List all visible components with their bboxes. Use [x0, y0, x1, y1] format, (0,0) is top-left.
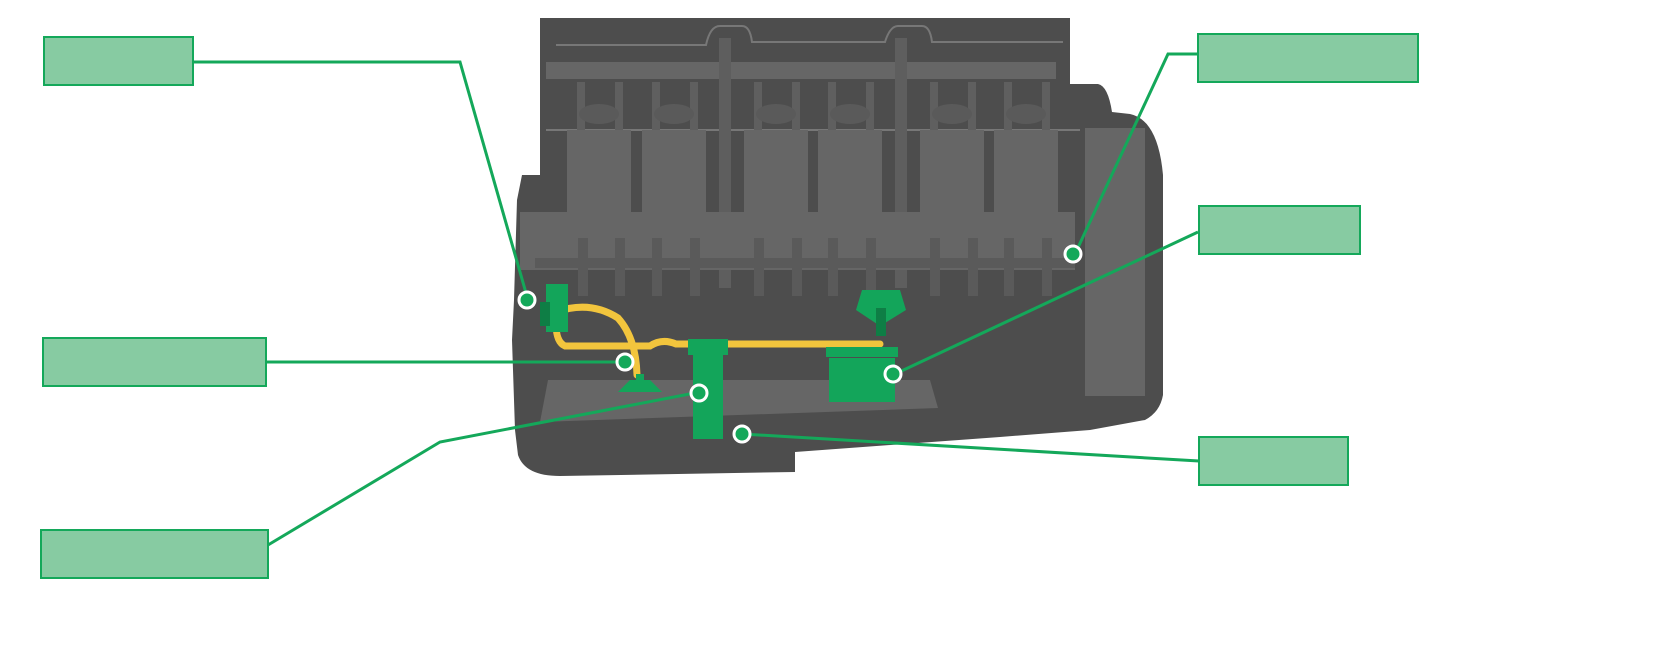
cylinder-head-rail	[546, 62, 1056, 79]
oil-pump-drive-base	[540, 302, 550, 326]
label-box-top-left[interactable]	[44, 37, 193, 85]
label-box-bottom-right[interactable]	[1199, 437, 1348, 485]
label-box-right-middle[interactable]	[1199, 206, 1360, 254]
cylinder-5	[920, 130, 984, 212]
cylinder-4	[818, 130, 882, 212]
valve	[615, 82, 623, 130]
valve	[754, 82, 762, 130]
valve	[652, 82, 660, 130]
marker-left-middle[interactable]	[617, 354, 633, 370]
valve	[690, 82, 698, 130]
label-right-middle[interactable]	[1199, 206, 1360, 254]
oil-strainer-top	[636, 374, 644, 382]
marker-top-left[interactable]	[519, 292, 535, 308]
marker-bottom-left[interactable]	[691, 385, 707, 401]
cylinder-3	[744, 130, 808, 212]
crank-throw	[1004, 238, 1014, 296]
crank-throw	[828, 238, 838, 296]
rocker	[654, 104, 694, 124]
label-bottom-left[interactable]	[41, 530, 268, 578]
valve	[792, 82, 800, 130]
marker-right-middle[interactable]	[885, 366, 901, 382]
crank-throw	[652, 238, 662, 296]
crank-throw	[615, 238, 625, 296]
crank-throw	[968, 238, 978, 296]
crank-throw	[754, 238, 764, 296]
rocker	[830, 104, 870, 124]
valve	[1042, 82, 1050, 130]
label-top-left[interactable]	[44, 37, 193, 85]
label-bottom-right[interactable]	[1199, 437, 1348, 485]
filter-stem	[876, 308, 886, 336]
label-box-bottom-left[interactable]	[41, 530, 268, 578]
rocker	[579, 104, 619, 124]
valve	[1004, 82, 1012, 130]
label-top-right[interactable]	[1198, 34, 1418, 82]
cylinder-2	[642, 130, 706, 212]
crank-throw	[578, 238, 588, 296]
oil-filter-head	[826, 347, 898, 357]
crank-throw	[930, 238, 940, 296]
valve	[828, 82, 836, 130]
label-box-left-middle[interactable]	[43, 338, 266, 386]
cylinder-6	[994, 130, 1058, 212]
crank-throw	[866, 238, 876, 296]
rocker	[1006, 104, 1046, 124]
label-box-top-right[interactable]	[1198, 34, 1418, 82]
leader-line-top-left	[193, 62, 528, 300]
label-left-middle[interactable]	[43, 338, 266, 386]
crank-throw	[690, 238, 700, 296]
valve	[866, 82, 874, 130]
rocker	[756, 104, 796, 124]
rocker	[932, 104, 972, 124]
marker-bottom-right[interactable]	[734, 426, 750, 442]
valve	[577, 82, 585, 130]
engine-block	[512, 18, 1163, 476]
crank-throw	[1042, 238, 1052, 296]
crank-throw	[792, 238, 802, 296]
marker-top-right[interactable]	[1065, 246, 1081, 262]
oil-filter-body	[829, 358, 895, 402]
valve	[968, 82, 976, 130]
valve	[930, 82, 938, 130]
cylinder-1	[567, 130, 631, 212]
